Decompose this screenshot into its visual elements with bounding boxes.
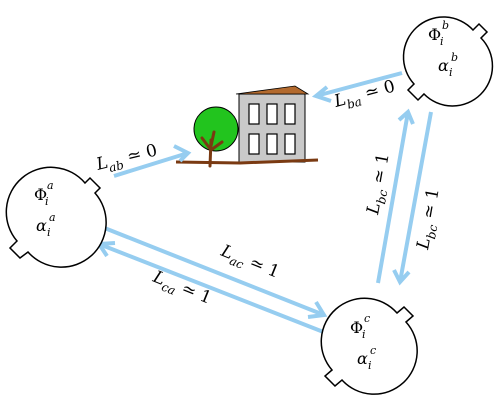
agent-a: Φia αia xyxy=(5,166,107,268)
label-ca: Lca ≃ 1 xyxy=(148,267,214,312)
agent-b-alpha: αib xyxy=(438,51,458,79)
arrow-ba xyxy=(311,71,403,103)
arrow-ca xyxy=(95,241,327,335)
scene-illustration xyxy=(175,85,319,168)
arrow-bc-right xyxy=(392,111,433,286)
ground-line xyxy=(175,158,319,165)
tree-icon xyxy=(193,106,239,168)
agent-b-body xyxy=(402,16,494,107)
agent-c: Φic αic xyxy=(320,297,418,395)
edge-labels: Lab ≃ 0 Lba ≃ 0 Lbc ≃ 1 Lbc ≃ 1 Lac ≃ 1 … xyxy=(93,76,447,312)
arrow-ab xyxy=(113,144,192,178)
agent-c-alpha: αic xyxy=(357,344,376,372)
agent-b: Φib αib xyxy=(402,16,494,107)
tree-leaves xyxy=(193,106,239,152)
label-ac: Lac ≃ 1 xyxy=(216,241,282,286)
tree-trunk xyxy=(200,130,224,168)
arrows xyxy=(95,71,433,335)
agent-b-phi: Φib xyxy=(428,19,449,48)
arrow-bc-left xyxy=(376,108,415,284)
agent-a-phi: Φia xyxy=(34,179,54,208)
agent-c-body xyxy=(320,297,418,395)
arrow-ac xyxy=(101,225,328,319)
label-bc-right: Lbc ≃ 1 xyxy=(413,187,447,253)
agent-a-body xyxy=(5,166,107,268)
agent-a-alpha: αia xyxy=(36,211,56,239)
house-roof xyxy=(235,85,310,95)
label-bc-left: Lbc ≃ 1 xyxy=(363,152,397,218)
house-icon xyxy=(235,85,310,163)
agent-c-phi: Φic xyxy=(350,312,370,341)
house-windows xyxy=(248,103,296,155)
